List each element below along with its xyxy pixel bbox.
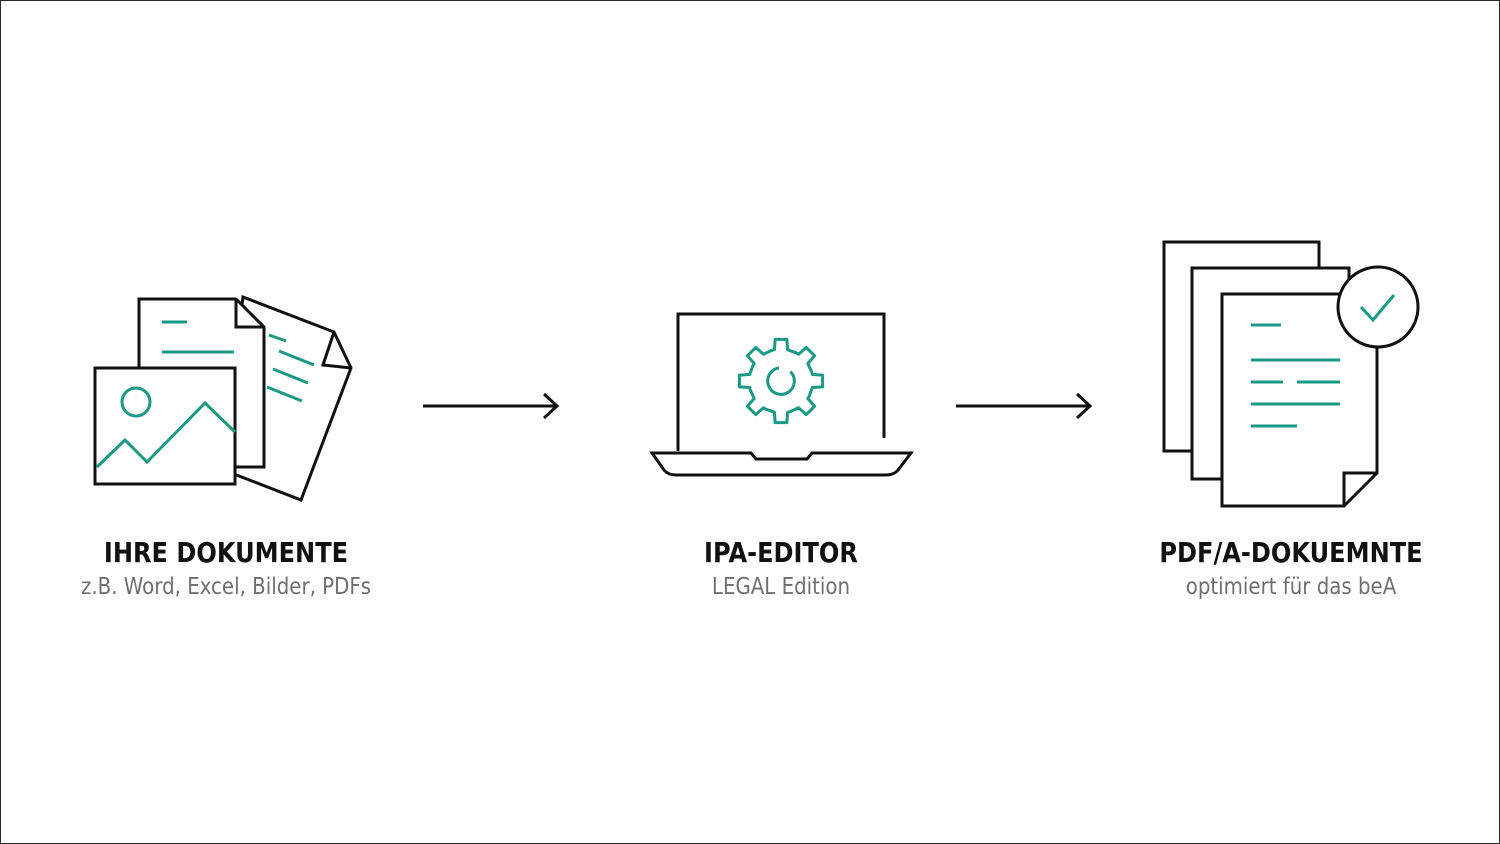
laptop-icon [649, 312, 915, 477]
step-subtitle: z.B. Word, Excel, Bilder, PDFs [80, 574, 372, 600]
checkmark-badge-icon [1336, 265, 1420, 349]
step-subtitle: optimiert für das beA [1185, 574, 1397, 600]
image-file-icon [93, 366, 237, 486]
step-title: IPA-EDITOR [704, 536, 858, 569]
documents-icon [93, 294, 353, 502]
step-documents-label: IHRE DOKUMENTE z.B. Word, Excel, Bilder,… [1, 534, 476, 602]
step-pdfa-label: PDF/A-DOKUEMNTE optimiert für das beA [1041, 534, 1499, 602]
arrow-right-icon [956, 392, 1093, 420]
step-editor-label: IPA-EDITOR LEGAL Edition [531, 534, 1031, 602]
step-title: PDF/A-DOKUEMNTE [1159, 536, 1423, 569]
step-title: IHRE DOKUMENTE [103, 536, 349, 569]
arrow-right-icon [423, 392, 560, 420]
laptop-gear-icon [649, 312, 915, 477]
step-subtitle: LEGAL Edition [711, 574, 851, 600]
pdfa-documents-check-icon [1162, 240, 1420, 508]
gear-icon [737, 337, 825, 425]
